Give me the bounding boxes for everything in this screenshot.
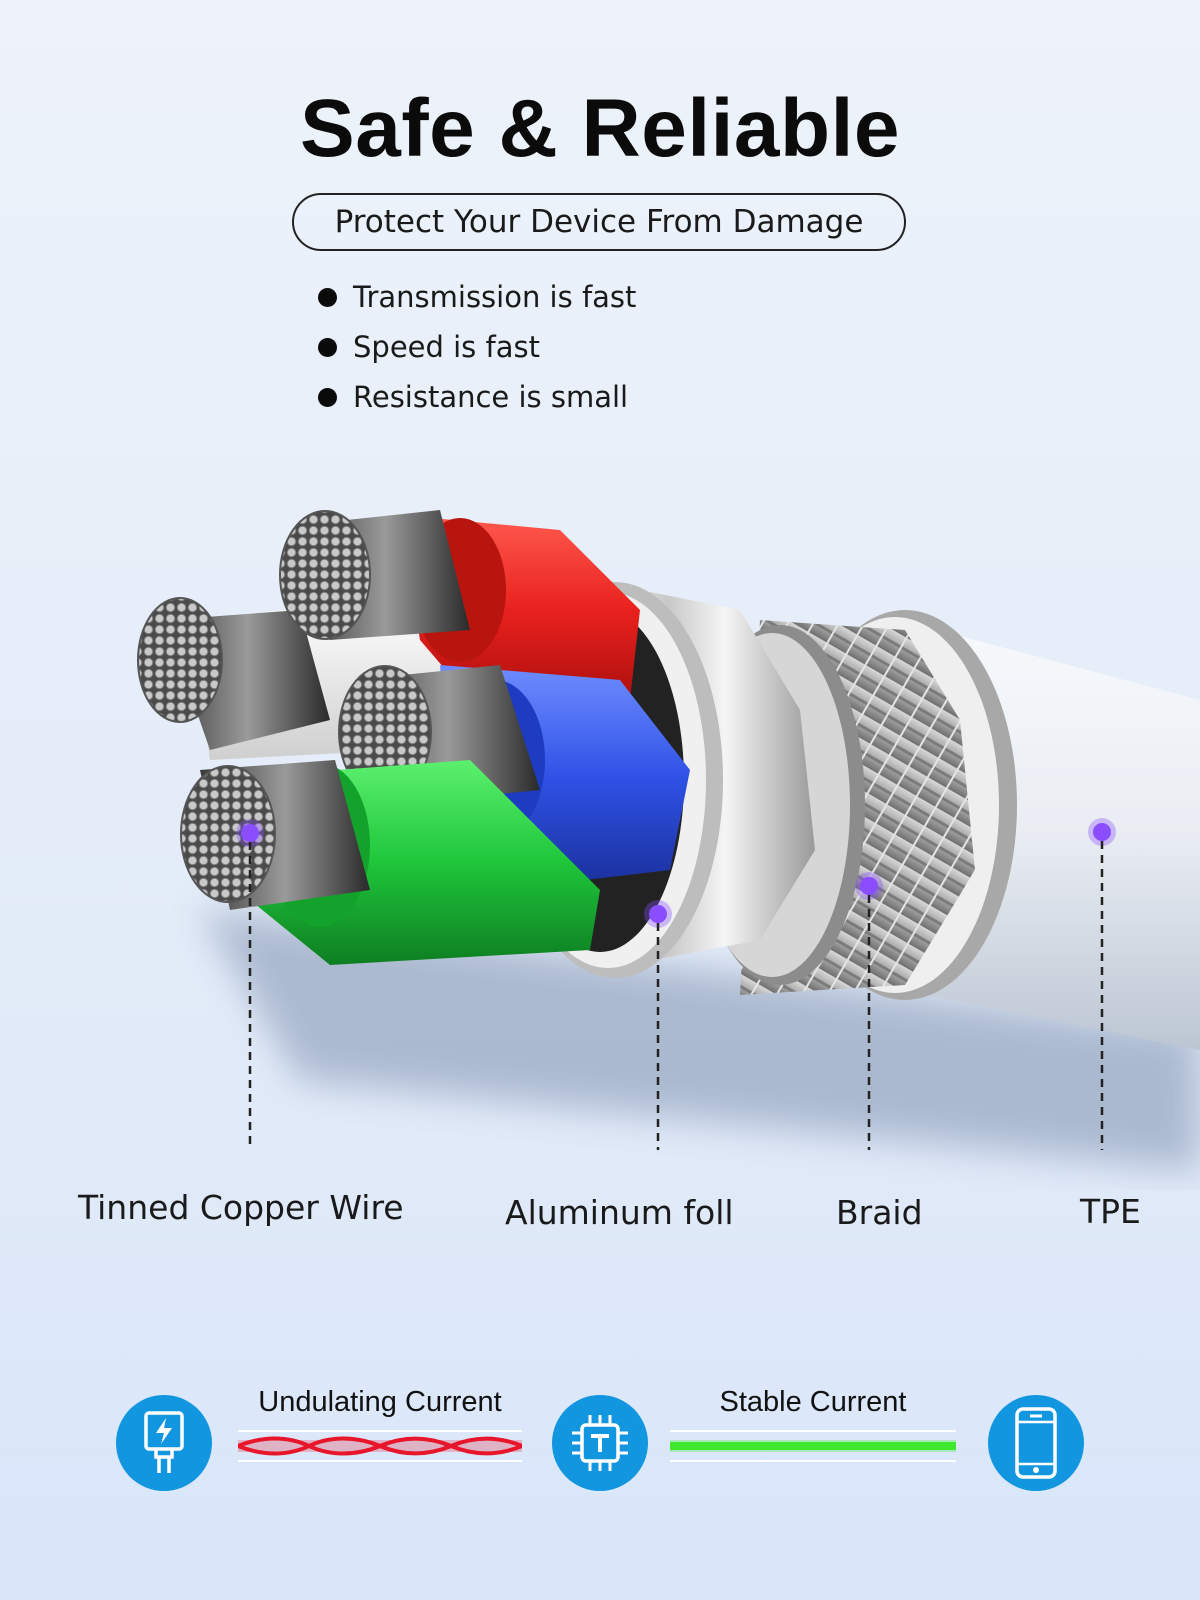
page-title: Safe & Reliable [300,83,900,174]
label-tinned-copper-wire: Tinned Copper Wire [78,1188,404,1227]
subtitle-pill: Protect Your Device From Damage [292,193,906,251]
charger-plug-icon [116,1395,212,1491]
stable-current-label: Stable Current [719,1386,907,1418]
subtitle-text: Protect Your Device From Damage [334,204,864,240]
foil-pointer [644,900,672,1150]
tpe-pointer [1088,818,1116,1150]
cable-cross-section-illustration [137,510,1200,1170]
bullet-dot-icon [318,287,337,307]
feature-text: Transmission is fast [353,280,637,314]
white-wire [137,597,470,760]
label-braid: Braid [836,1193,923,1232]
feature-item: Resistance is small [318,372,636,422]
bullet-dot-icon [318,337,337,357]
cable-shadow [200,910,1200,1170]
feature-text: Resistance is small [353,380,629,414]
label-tpe: TPE [1080,1192,1141,1231]
bullet-dot-icon [318,387,337,407]
undulating-current-label: Undulating Current [258,1386,502,1418]
copper-wire-pointer [236,819,264,1150]
chip-icon [552,1395,648,1491]
red-wire [279,510,640,710]
feature-text: Speed is fast [353,330,540,364]
phone-icon [988,1395,1084,1491]
feature-list: Transmission is fast Speed is fast Resis… [318,272,636,422]
stable-current-line [670,1430,956,1462]
label-aluminum-foil: Aluminum foll [505,1193,734,1232]
green-wire [180,760,600,965]
feature-item: Transmission is fast [318,272,636,322]
feature-item: Speed is fast [318,322,636,372]
undulating-current-line [238,1430,522,1462]
braid-pointer [855,872,883,1150]
